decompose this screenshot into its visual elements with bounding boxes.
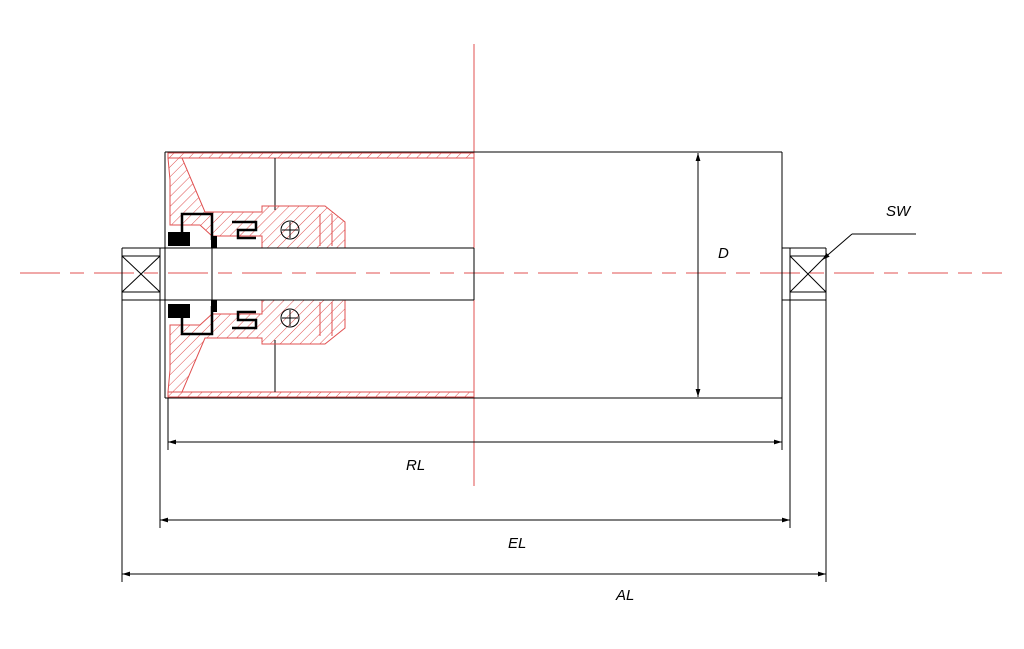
diameter-dimension: D: [695, 153, 729, 397]
effective-length-dimension: EL: [159, 300, 791, 552]
roll-length-dimension: RL: [167, 398, 783, 474]
roll-length-label: RL: [406, 457, 425, 474]
axle-length-label: AL: [615, 587, 634, 604]
bearing-housing-top: [167, 157, 346, 249]
spanner-width-leader: SW: [821, 203, 916, 261]
bearing-housing-bottom: [167, 299, 346, 393]
spanner-flat-right: [789, 255, 827, 293]
effective-length-label: EL: [508, 535, 526, 552]
shaft: [121, 247, 827, 301]
spanner-flat-left: [121, 255, 161, 293]
diameter-label: D: [718, 245, 729, 262]
spanner-width-label: SW: [886, 203, 912, 220]
roller-tube: [164, 151, 783, 399]
axle-length-dimension: AL: [121, 300, 827, 604]
